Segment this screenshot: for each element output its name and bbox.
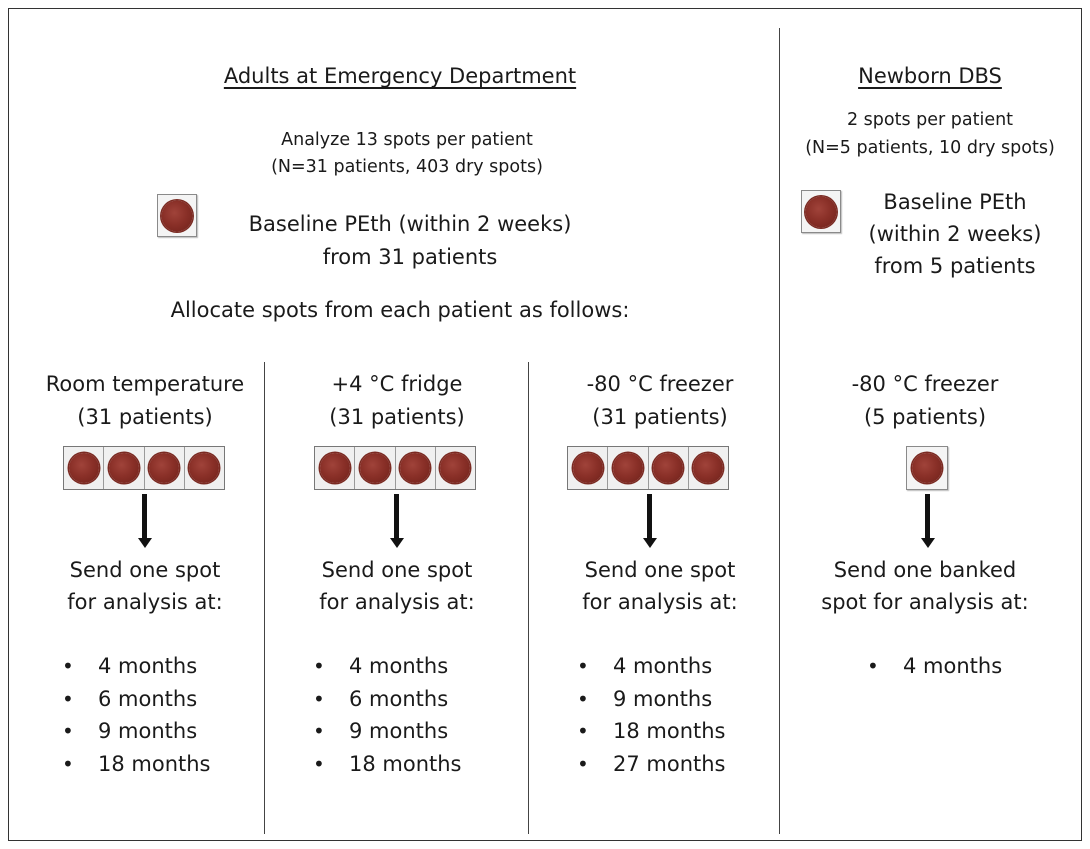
baseline-card-adults bbox=[157, 194, 197, 237]
down-arrow-shaft bbox=[925, 494, 930, 538]
patient-count: (31 patients) bbox=[592, 405, 728, 429]
condition-label: -80 °C freezer bbox=[586, 372, 734, 396]
diagram-frame bbox=[8, 8, 1082, 841]
adults-allocate: Allocate spots from each patient as foll… bbox=[170, 298, 630, 322]
spot-cell bbox=[649, 447, 689, 489]
timepoint-item: 4 months bbox=[62, 650, 211, 683]
newborn-spots-line2: (N=5 patients, 10 dry spots) bbox=[805, 138, 1055, 158]
blood-spot bbox=[319, 453, 350, 483]
blood-spot bbox=[912, 453, 942, 483]
adults-baseline-line1: Baseline PEth (within 2 weeks) bbox=[248, 212, 572, 236]
send-line1: Send one spot bbox=[584, 558, 736, 582]
spot-cell bbox=[396, 447, 436, 489]
send-line2: for analysis at: bbox=[67, 590, 223, 614]
baseline-card-newborn bbox=[801, 190, 841, 233]
blood-spot bbox=[161, 200, 193, 231]
send-line1: Send one spot bbox=[69, 558, 221, 582]
four-spot-card bbox=[567, 446, 729, 490]
four-spot-card bbox=[63, 446, 225, 490]
blood-spot bbox=[653, 453, 684, 483]
down-arrow-head bbox=[389, 538, 404, 548]
newborn-baseline-line2: (within 2 weeks) bbox=[868, 222, 1042, 246]
section-divider bbox=[779, 28, 780, 834]
adults-analyze-line1: Analyze 13 spots per patient bbox=[281, 130, 533, 150]
down-arrow-shaft bbox=[647, 494, 652, 538]
timepoint-item: 6 months bbox=[62, 683, 211, 716]
timepoint-item: 27 months bbox=[577, 748, 726, 781]
timepoint-list: 4 months 6 months 9 months 18 months bbox=[313, 650, 462, 780]
condition-label: +4 °C fridge bbox=[331, 372, 463, 396]
condition-label: -80 °C freezer bbox=[851, 372, 999, 396]
blood-spot bbox=[108, 453, 139, 483]
blood-spot bbox=[572, 453, 603, 483]
timepoint-item: 6 months bbox=[313, 683, 462, 716]
send-line1: Send one banked bbox=[833, 558, 1017, 582]
timepoint-item: 18 months bbox=[577, 715, 726, 748]
single-spot-card bbox=[906, 446, 948, 490]
blood-spot bbox=[805, 196, 837, 227]
blood-spot bbox=[359, 453, 390, 483]
condition-label: Room temperature bbox=[45, 372, 245, 396]
timepoint-item: 9 months bbox=[313, 715, 462, 748]
timepoint-item: 4 months bbox=[867, 650, 1002, 683]
newborn-baseline-line1: Baseline PEth bbox=[883, 190, 1027, 214]
patient-count: (31 patients) bbox=[77, 405, 213, 429]
blood-spot bbox=[440, 453, 471, 483]
column-divider-2 bbox=[528, 362, 529, 834]
timepoint-item: 18 months bbox=[313, 748, 462, 781]
patient-count: (5 patients) bbox=[863, 405, 987, 429]
timepoint-list: 4 months 6 months 9 months 18 months bbox=[62, 650, 211, 780]
blood-spot bbox=[68, 453, 99, 483]
send-line2: spot for analysis at: bbox=[821, 590, 1029, 614]
spot-cell bbox=[64, 447, 105, 489]
blood-spot bbox=[149, 453, 180, 483]
timepoint-item: 9 months bbox=[62, 715, 211, 748]
column-divider-1 bbox=[264, 362, 265, 834]
timepoint-item: 4 months bbox=[577, 650, 726, 683]
adults-baseline-line2: from 31 patients bbox=[322, 245, 498, 269]
down-arrow-shaft bbox=[394, 494, 399, 538]
newborn-baseline-line3: from 5 patients bbox=[874, 254, 1036, 278]
spot-cell bbox=[436, 447, 475, 489]
spot-cell bbox=[689, 447, 728, 489]
down-arrow-head bbox=[642, 538, 657, 548]
timepoint-list: 4 months bbox=[867, 650, 1002, 683]
spot-cell bbox=[104, 447, 145, 489]
send-line2: for analysis at: bbox=[582, 590, 738, 614]
blood-spot bbox=[400, 453, 431, 483]
timepoint-item: 9 months bbox=[577, 683, 726, 716]
timepoint-list: 4 months 9 months 18 months 27 months bbox=[577, 650, 726, 780]
down-arrow-head bbox=[920, 538, 935, 548]
blood-spot bbox=[612, 453, 643, 483]
down-arrow-shaft bbox=[142, 494, 147, 538]
spot-cell bbox=[355, 447, 396, 489]
patient-count: (31 patients) bbox=[329, 405, 465, 429]
spot-cell bbox=[185, 447, 224, 489]
adults-title: Adults at Emergency Department bbox=[223, 64, 577, 88]
newborn-title: Newborn DBS bbox=[858, 64, 1002, 88]
newborn-spots-line1: 2 spots per patient bbox=[846, 110, 1014, 130]
spot-cell bbox=[145, 447, 185, 489]
timepoint-item: 4 months bbox=[313, 650, 462, 683]
spot-cell bbox=[608, 447, 649, 489]
send-line1: Send one spot bbox=[321, 558, 473, 582]
spot-cell bbox=[315, 447, 356, 489]
spot-cell bbox=[568, 447, 609, 489]
adults-analyze-line2: (N=31 patients, 403 dry spots) bbox=[271, 157, 543, 177]
blood-spot bbox=[693, 453, 724, 483]
four-spot-card bbox=[314, 446, 476, 490]
down-arrow-head bbox=[137, 538, 152, 548]
blood-spot bbox=[189, 453, 220, 483]
send-line2: for analysis at: bbox=[319, 590, 475, 614]
timepoint-item: 18 months bbox=[62, 748, 211, 781]
